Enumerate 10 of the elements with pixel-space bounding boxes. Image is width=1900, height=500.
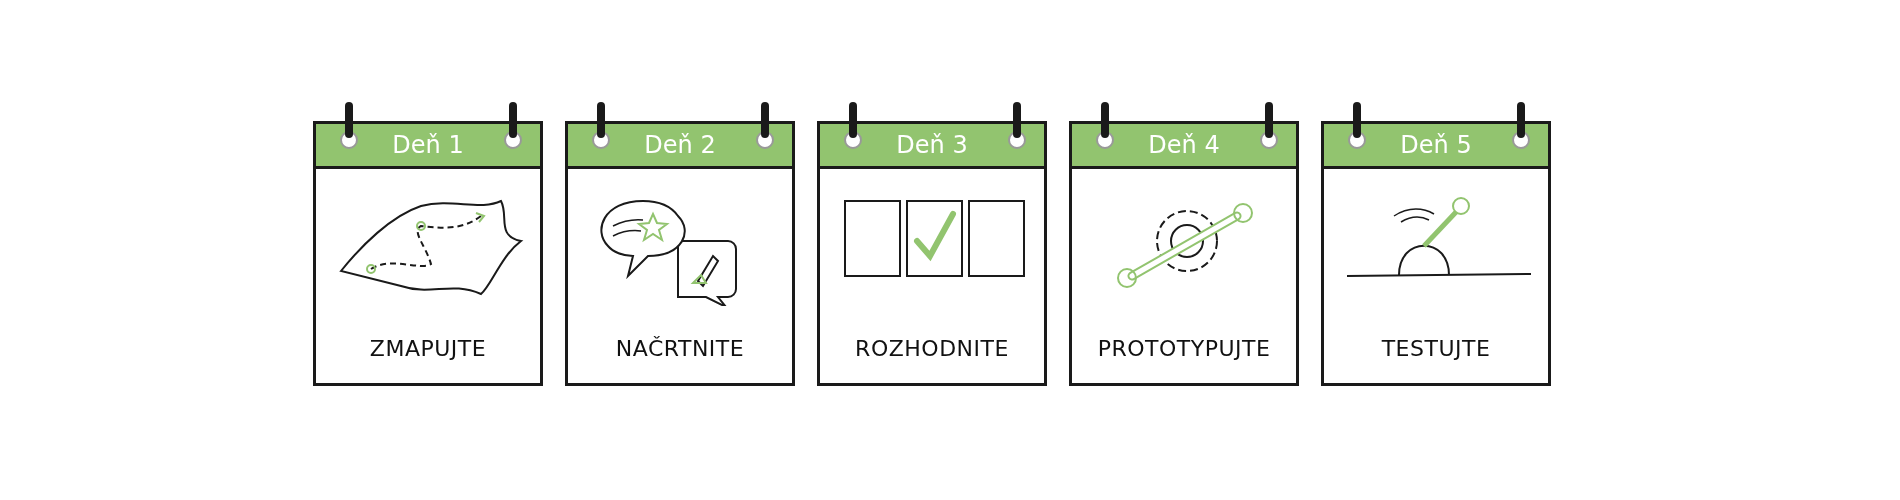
step-label: ZMAPUJTE xyxy=(368,336,488,361)
step-label: TESTUJTE xyxy=(1380,336,1492,361)
day-header: Deň 4 xyxy=(1072,124,1296,169)
step-label: PROTOTYPUJTE xyxy=(1096,336,1272,361)
day-header: Deň 2 xyxy=(568,124,792,169)
day-header: Deň 1 xyxy=(316,124,540,169)
step-label: ROZHODNITE xyxy=(854,336,1010,361)
day-header: Deň 3 xyxy=(820,124,1044,169)
day-header: Deň 5 xyxy=(1324,124,1548,169)
step-label: NAČRTNITE xyxy=(614,336,746,361)
